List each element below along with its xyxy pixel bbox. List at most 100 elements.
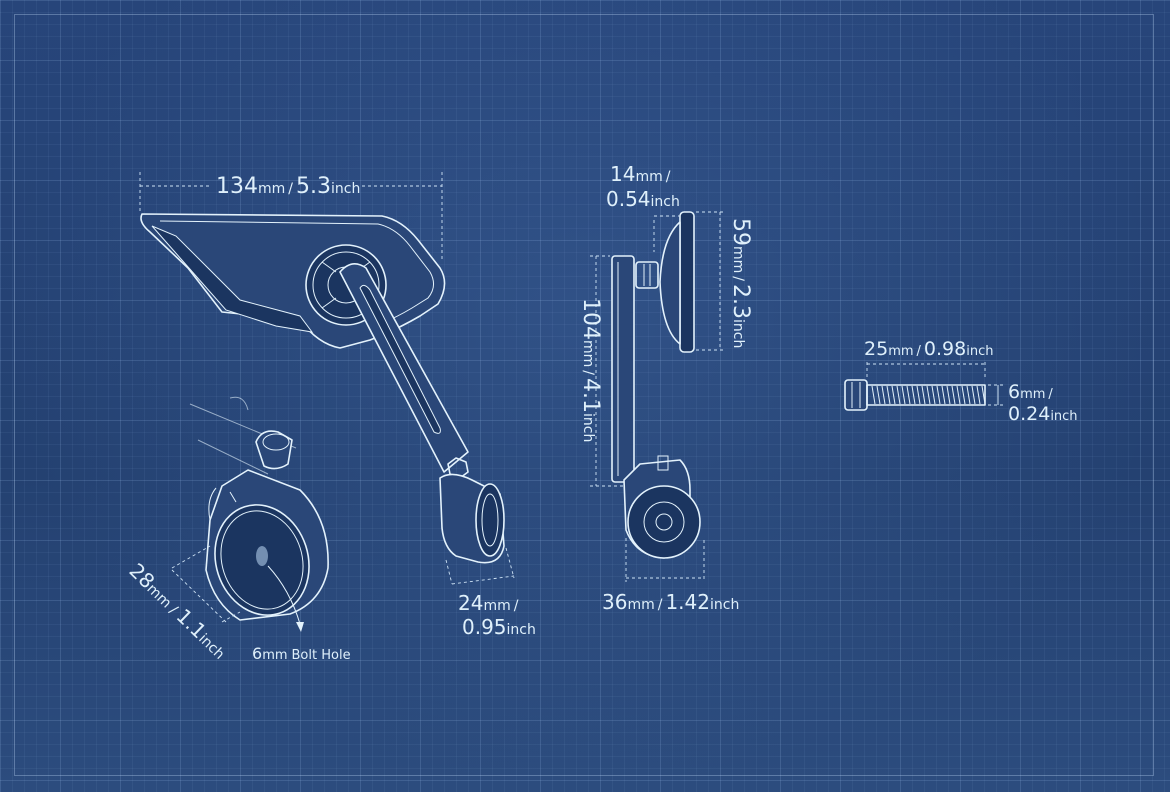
bolt-hole-callout: 6mm Bolt Hole bbox=[252, 644, 351, 663]
dim-clamp-depth-sep: / bbox=[514, 598, 519, 614]
dim-arm-length-alt: 4.1 bbox=[578, 378, 603, 413]
dim-bolt-diameter-unit1: mm bbox=[1020, 387, 1045, 402]
dim-clamp-depth-unit2: inch bbox=[507, 622, 536, 638]
bolt-hole-value: 6 bbox=[252, 644, 262, 663]
dim-arm-length-sep: / bbox=[580, 370, 596, 375]
svg-text:36mm/1.42inch: 36mm/1.42inch bbox=[602, 590, 739, 614]
dim-clamp-depth-unit1: mm bbox=[483, 598, 510, 614]
dim-arm-thickness-alt: 0.54 bbox=[606, 187, 651, 211]
bolt-threads bbox=[871, 385, 986, 405]
bolt-thread-line bbox=[941, 385, 946, 405]
svg-text:0.54inch: 0.54inch bbox=[606, 187, 680, 211]
bolt-thread-line bbox=[966, 385, 971, 405]
dim-arm-length-unit1: mm bbox=[580, 340, 596, 367]
bolt-thread-line bbox=[971, 385, 976, 405]
bolt-hole-unit: mm bbox=[262, 648, 287, 663]
dim-bolt-diameter-unit2: inch bbox=[1050, 409, 1077, 424]
dim-clamp-width-alt: 1.42 bbox=[665, 590, 710, 614]
side-ball-joint bbox=[635, 261, 659, 289]
bolt-thread-line bbox=[956, 385, 961, 405]
bolt-hole-label: Bolt Hole bbox=[292, 648, 351, 663]
bolt-thread-line bbox=[891, 385, 896, 405]
blueprint-frame bbox=[14, 14, 1154, 776]
dim-arm-thickness: 14mm/ 0.54inch bbox=[606, 162, 680, 252]
dim-arm-length-unit2: inch bbox=[580, 413, 596, 442]
dim-mirror-width-unit2: inch bbox=[331, 181, 360, 197]
dim-mirror-height-sep: / bbox=[730, 276, 746, 281]
bolt-thread-line bbox=[931, 385, 936, 405]
svg-text:134mm/5.3inch: 134mm/5.3inch bbox=[216, 174, 360, 199]
dim-mirror-height-unit1: mm bbox=[730, 246, 746, 273]
dim-arm-thickness-value: 14 bbox=[610, 162, 635, 186]
mirror-side-view bbox=[611, 211, 701, 559]
bolt-thread-line bbox=[901, 385, 906, 405]
bolt-shank bbox=[866, 384, 986, 406]
clamp-body-edge bbox=[208, 487, 237, 521]
side-clamp-disc-outer bbox=[627, 485, 701, 559]
dim-mirror-height-value: 59 bbox=[728, 218, 753, 246]
dim-mirror-width: 134mm/5.3inch bbox=[139, 172, 443, 260]
svg-text:0.95inch: 0.95inch bbox=[462, 615, 536, 639]
dim-mirror-height-alt: 2.3 bbox=[728, 284, 753, 319]
dim-mirror-height: 59mm / 2.3inch bbox=[696, 211, 753, 351]
dim-bolt-length-unit1: mm bbox=[888, 344, 913, 359]
bolt-thread-line bbox=[961, 385, 966, 405]
bolt-hole-arrow bbox=[267, 565, 301, 625]
dim-bolt-length-sep: / bbox=[917, 344, 922, 359]
bolt-hole-marker bbox=[256, 546, 268, 566]
bolt-thread-line bbox=[906, 385, 911, 405]
dim-mirror-height-unit2: inch bbox=[730, 319, 746, 348]
clamp-top-bolt-head bbox=[262, 433, 290, 451]
dim-mirror-width-sep: / bbox=[288, 181, 293, 197]
dim-mirror-width-value: 134 bbox=[216, 174, 258, 199]
dim-bolt-length-alt: 0.98 bbox=[924, 338, 966, 360]
svg-text:59mm/2.3inch: 59mm / 2.3inch bbox=[728, 218, 753, 348]
svg-text:0.24inch: 0.24inch bbox=[1008, 403, 1078, 425]
bolt-thread-line bbox=[881, 385, 886, 405]
side-mirror-plate bbox=[679, 211, 695, 353]
mirror-head-underside bbox=[151, 225, 314, 333]
dim-clamp-depth-value: 24 bbox=[458, 591, 483, 615]
dim-arm-thickness-unit2: inch bbox=[651, 194, 680, 210]
dim-arm-length: 104mm/4.1inch bbox=[578, 255, 624, 487]
arm-slot bbox=[359, 284, 441, 434]
bolt-thread-line bbox=[921, 385, 926, 405]
bolt-thread-line bbox=[926, 385, 931, 405]
bolt-thread-line bbox=[871, 385, 876, 405]
bolt-thread-line bbox=[981, 385, 986, 405]
mirror-front-view bbox=[140, 213, 505, 564]
handlebar-tube-end bbox=[229, 396, 249, 411]
dim-bolt-length-value: 25 bbox=[864, 338, 888, 360]
bolt-thread-line bbox=[911, 385, 916, 405]
side-clamp-disc-inner bbox=[643, 501, 685, 543]
dim-clamp-width: 36mm/1.42inch bbox=[602, 538, 739, 614]
dim-mirror-width-alt: 5.3 bbox=[296, 174, 331, 199]
dim-bolt-length-unit2: inch bbox=[966, 344, 993, 359]
dim-clamp-depth-alt: 0.95 bbox=[462, 615, 507, 639]
dim-bolt-diameter-sep: / bbox=[1048, 387, 1053, 402]
bolt-thread-line bbox=[916, 385, 921, 405]
bolt-thread-line bbox=[976, 385, 981, 405]
arm-clamp-end-cap bbox=[475, 483, 505, 557]
bolt-drawing bbox=[844, 379, 986, 411]
svg-text:6mm/: 6mm/ bbox=[1008, 381, 1053, 403]
arm-clamp-end-ring bbox=[481, 493, 499, 547]
dim-bolt-diameter-value: 6 bbox=[1008, 381, 1020, 403]
bolt-thread-line bbox=[876, 385, 881, 405]
bolt-thread-line bbox=[936, 385, 941, 405]
dim-bolt-length: 25mm /0.98inch bbox=[864, 338, 993, 380]
dim-arm-thickness-unit1: mm bbox=[635, 169, 662, 185]
dim-bolt-diameter: 6mm/ 0.24inch bbox=[988, 381, 1078, 425]
svg-text:25mm/0.98inch: 25mm /0.98inch bbox=[864, 338, 993, 360]
dim-clamp-depth: 24mm/ 0.95inch bbox=[445, 547, 536, 639]
bolt-head bbox=[844, 379, 868, 411]
dim-clamp-width-unit2: inch bbox=[710, 597, 739, 613]
swivel-ring-inner bbox=[312, 251, 380, 319]
dim-mirror-width-unit1: mm bbox=[258, 181, 285, 197]
dim-clamp-width-value: 36 bbox=[602, 590, 627, 614]
bolt-thread-line bbox=[951, 385, 956, 405]
side-clamp-center bbox=[655, 513, 673, 531]
side-arm bbox=[611, 255, 635, 483]
bolt-hole-arrowhead bbox=[296, 622, 304, 632]
